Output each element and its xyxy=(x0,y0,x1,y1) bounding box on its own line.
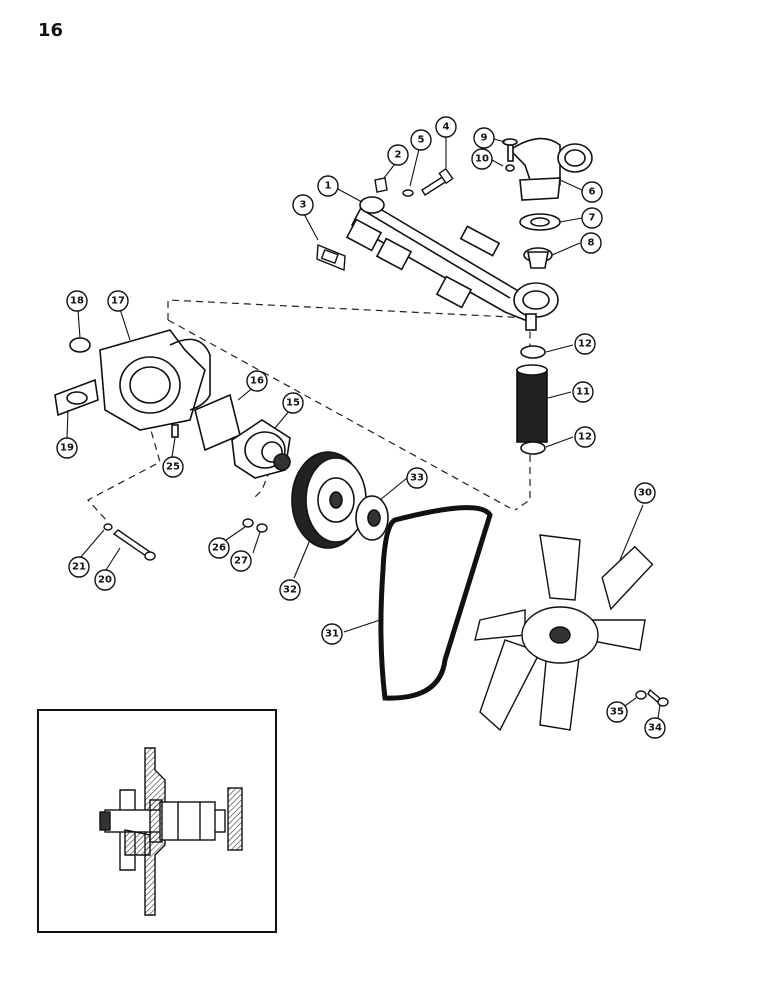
svg-text:33: 33 xyxy=(410,473,424,484)
callout-25: 25 xyxy=(162,456,184,478)
svg-text:21: 21 xyxy=(72,562,86,573)
svg-text:2: 2 xyxy=(395,150,402,161)
fan-belt xyxy=(378,505,493,701)
svg-text:18: 18 xyxy=(70,296,84,307)
svg-text:27: 27 xyxy=(234,556,248,567)
svg-text:12: 12 xyxy=(578,339,592,350)
callout-27: 27 xyxy=(230,550,252,572)
callout-18: 18 xyxy=(66,290,88,312)
page-number: 16 xyxy=(38,20,64,41)
callout-26: 26 xyxy=(208,537,230,559)
water-pump-housing xyxy=(54,329,211,431)
callout-2: 2 xyxy=(387,144,409,166)
callout-17: 17 xyxy=(107,290,129,312)
cross-section-inset xyxy=(37,709,277,933)
assembly-guide-lines xyxy=(87,299,531,523)
svg-text:30: 30 xyxy=(638,488,652,499)
fasteners xyxy=(103,518,669,707)
callout-34: 34 xyxy=(644,717,666,739)
callout-30: 30 xyxy=(634,482,656,504)
svg-text:7: 7 xyxy=(589,213,596,224)
manifold-fittings xyxy=(374,167,454,197)
callout-16: 16 xyxy=(246,370,268,392)
callout-15: 15 xyxy=(282,392,304,414)
svg-text:26: 26 xyxy=(212,543,226,554)
callout-11: 11 xyxy=(572,381,594,403)
callout-10: 10 xyxy=(471,148,493,170)
callout-32: 32 xyxy=(279,579,301,601)
callout-19: 19 xyxy=(56,437,78,459)
svg-text:11: 11 xyxy=(576,387,590,398)
callout-8: 8 xyxy=(580,232,602,254)
svg-text:10: 10 xyxy=(475,154,489,165)
cooling-fan xyxy=(474,534,654,732)
water-pump-assembly xyxy=(171,393,291,479)
callout-33: 33 xyxy=(406,467,428,489)
svg-text:35: 35 xyxy=(610,707,624,718)
svg-text:31: 31 xyxy=(325,629,339,640)
svg-text:25: 25 xyxy=(166,462,180,473)
svg-text:5: 5 xyxy=(418,135,425,146)
svg-text:6: 6 xyxy=(589,187,596,198)
callout-12b: 12 xyxy=(574,426,596,448)
svg-text:34: 34 xyxy=(648,723,662,734)
manifold-gasket xyxy=(316,243,346,272)
bypass-hose xyxy=(516,345,548,455)
callout-21: 21 xyxy=(68,556,90,578)
callout-12a: 12 xyxy=(574,333,596,355)
callout-35: 35 xyxy=(606,701,628,723)
svg-text:32: 32 xyxy=(283,585,297,596)
callout-20: 20 xyxy=(94,569,116,591)
water-manifold xyxy=(345,196,559,331)
callout-9: 9 xyxy=(473,127,495,149)
svg-text:16: 16 xyxy=(250,376,264,387)
svg-text:8: 8 xyxy=(588,238,595,249)
svg-text:17: 17 xyxy=(111,296,125,307)
callout-3: 3 xyxy=(292,194,314,216)
thermostat-housing xyxy=(502,137,593,269)
svg-text:4: 4 xyxy=(443,122,450,133)
svg-text:9: 9 xyxy=(481,133,488,144)
svg-text:12: 12 xyxy=(578,432,592,443)
callout-leaders xyxy=(66,132,661,719)
svg-text:15: 15 xyxy=(286,398,300,409)
svg-text:1: 1 xyxy=(325,181,332,192)
callout-4: 4 xyxy=(435,116,457,138)
callout-markers: 1 2 3 4 5 6 7 8 9 10 11 12 12 15 16 17 1… xyxy=(56,116,666,739)
svg-text:20: 20 xyxy=(98,575,112,586)
callout-7: 7 xyxy=(581,207,603,229)
pulley-and-hub xyxy=(291,451,389,549)
svg-text:19: 19 xyxy=(60,443,74,454)
callout-31: 31 xyxy=(321,623,343,645)
callout-6: 6 xyxy=(581,181,603,203)
callout-5: 5 xyxy=(410,129,432,151)
callout-1: 1 xyxy=(317,175,339,197)
svg-text:3: 3 xyxy=(300,200,307,211)
